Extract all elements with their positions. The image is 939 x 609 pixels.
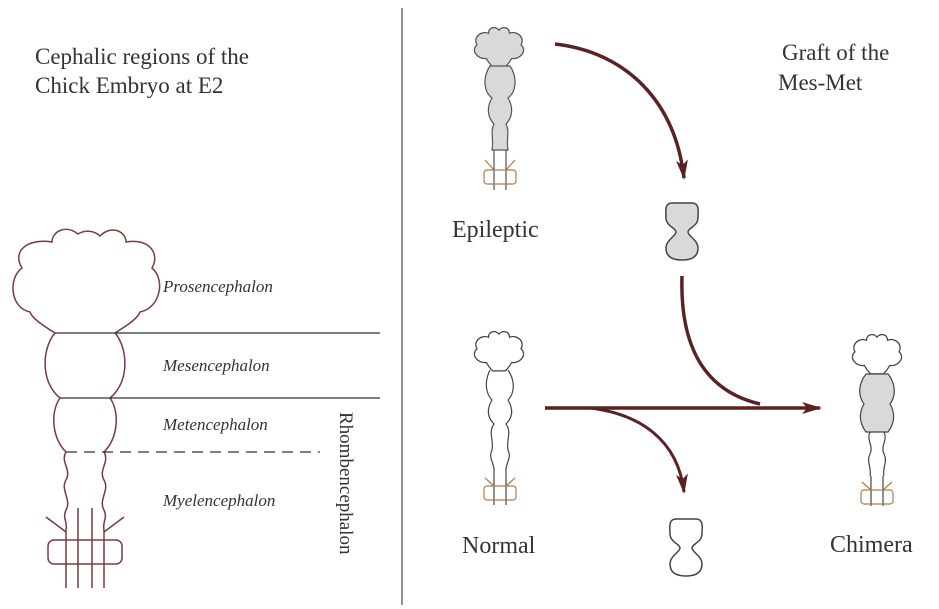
chimera-embryo	[852, 335, 901, 506]
arrow-epileptic-to-graft	[555, 44, 684, 178]
graft-piece-epileptic	[666, 203, 698, 260]
epileptic-embryo	[474, 28, 523, 190]
region-label-metencephalon: Metencephalon	[162, 415, 268, 434]
right-title-line1: Graft of the	[782, 40, 889, 65]
rhombencephalon-label: Rhombencephalon	[335, 412, 356, 555]
left-title-line2: Chick Embryo at E2	[35, 73, 223, 98]
arrow-normal-to-removed-piece	[590, 408, 684, 492]
left-title-line1: Cephalic regions of the	[35, 44, 249, 69]
graft-piece-normal	[670, 519, 702, 576]
arrow-graft-to-chimera	[682, 276, 760, 404]
label-chimera: Chimera	[830, 532, 913, 558]
region-label-mesencephalon: Mesencephalon	[162, 356, 270, 375]
embryo-brain-outline	[13, 229, 160, 588]
right-title-line2: Mes-Met	[778, 70, 863, 95]
region-label-prosencephalon: Prosencephalon	[162, 277, 273, 296]
normal-embryo	[474, 332, 523, 505]
label-normal: Normal	[462, 533, 536, 559]
label-epileptic: Epileptic	[452, 217, 539, 243]
region-label-myelencephalon: Myelencephalon	[162, 491, 275, 510]
